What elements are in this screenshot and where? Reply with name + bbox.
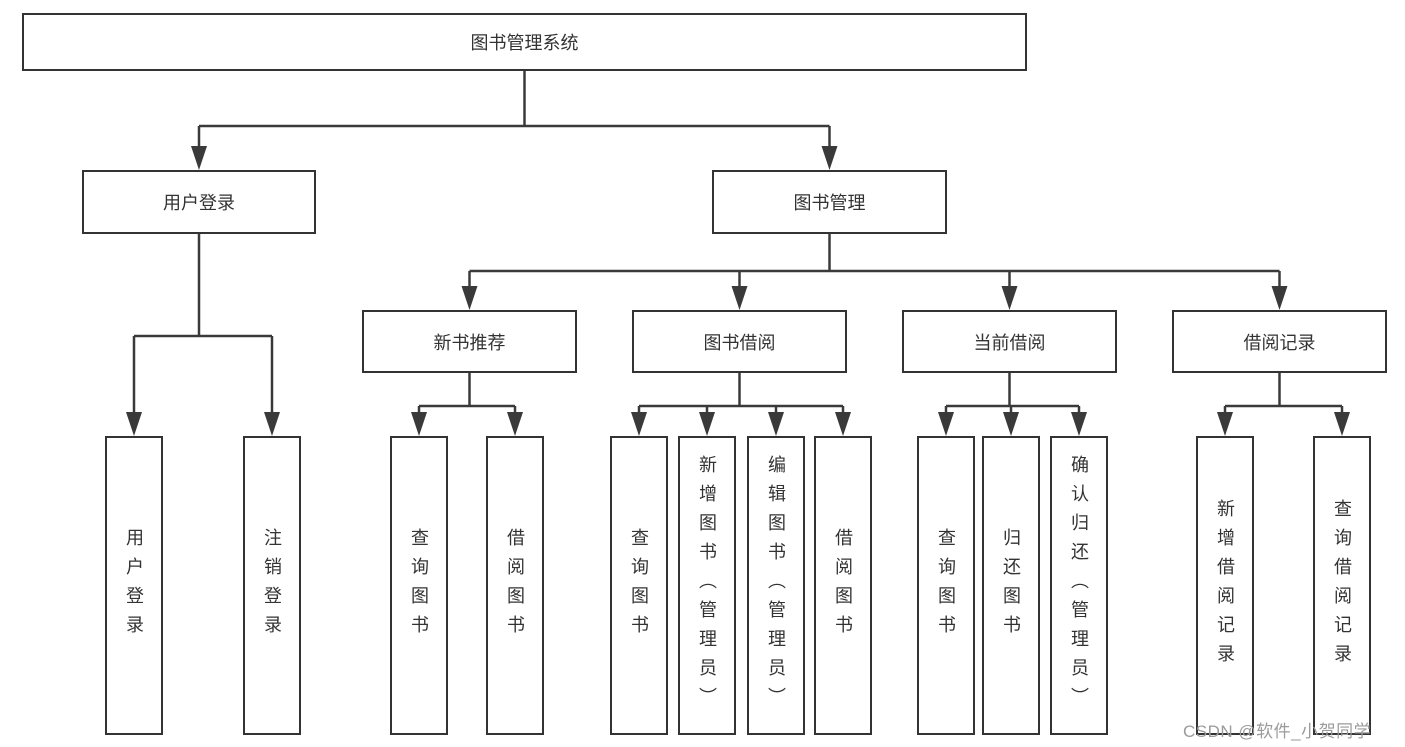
node-root-library-system: 图书管理系统 [22, 13, 1027, 71]
leaf-add-book-admin: 新增图书（管理员） [678, 436, 736, 735]
node-borrow-record: 借阅记录 [1172, 310, 1387, 373]
leaf-borrow-query-books-label: 查询图书 [629, 527, 649, 644]
leaf-user-login-label: 用户登录 [124, 527, 144, 644]
watermark: CSDN @软件_小贺同学 [1183, 722, 1372, 741]
connector-user-login-children [126, 233, 280, 436]
connector-current-borrow-children [938, 373, 1087, 436]
leaf-return-book-label: 归还图书 [1001, 527, 1021, 644]
node-user-login: 用户登录 [82, 170, 316, 234]
leaf-current-query-books: 查询图书 [917, 436, 975, 735]
node-book-borrow-label: 图书借阅 [703, 332, 776, 353]
node-book-borrow: 图书借阅 [632, 310, 847, 373]
connector-book-borrow-children [631, 373, 851, 436]
connector-root-to-level2 [191, 70, 838, 170]
leaf-newbook-query-books: 查询图书 [390, 436, 448, 735]
leaf-user-login: 用户登录 [105, 436, 163, 735]
node-new-book-recommend-label: 新书推荐 [433, 332, 506, 353]
leaf-borrow-book: 借阅图书 [814, 436, 872, 735]
node-current-borrow: 当前借阅 [902, 310, 1117, 373]
leaf-borrow-book-label: 借阅图书 [833, 527, 853, 644]
node-root-label: 图书管理系统 [470, 33, 579, 53]
leaf-edit-book-admin-label: 编辑图书（管理员） [766, 455, 786, 716]
leaf-confirm-return-admin-label: 确认归还（管理员） [1069, 455, 1089, 716]
leaf-return-book: 归还图书 [982, 436, 1040, 735]
connector-book-mgmt-modules [461, 233, 1288, 310]
connector-new-book-children [411, 373, 523, 436]
leaf-newbook-borrow-books: 借阅图书 [486, 436, 544, 735]
leaf-edit-book-admin: 编辑图书（管理员） [747, 436, 805, 735]
node-borrow-record-label: 借阅记录 [1243, 332, 1316, 353]
leaf-query-borrow-record: 查询借阅记录 [1313, 436, 1371, 735]
leaf-logout: 注销登录 [243, 436, 301, 735]
connector-borrow-record-children [1217, 373, 1350, 436]
node-book-management-label: 图书管理 [793, 193, 866, 213]
node-book-management: 图书管理 [712, 170, 947, 234]
leaf-add-borrow-record-label: 新增借阅记录 [1215, 498, 1235, 673]
leaf-query-borrow-record-label: 查询借阅记录 [1332, 498, 1352, 673]
leaf-add-book-admin-label: 新增图书（管理员） [697, 455, 717, 716]
leaf-newbook-borrow-books-label: 借阅图书 [505, 527, 525, 644]
leaf-confirm-return-admin: 确认归还（管理员） [1050, 436, 1108, 735]
leaf-logout-label: 注销登录 [262, 527, 282, 644]
leaf-borrow-query-books: 查询图书 [610, 436, 668, 735]
leaf-newbook-query-books-label: 查询图书 [409, 527, 429, 644]
node-new-book-recommend: 新书推荐 [362, 310, 577, 373]
leaf-current-query-books-label: 查询图书 [936, 527, 956, 644]
node-current-borrow-label: 当前借阅 [973, 332, 1046, 353]
node-user-login-label: 用户登录 [163, 193, 235, 213]
leaf-add-borrow-record: 新增借阅记录 [1196, 436, 1254, 735]
